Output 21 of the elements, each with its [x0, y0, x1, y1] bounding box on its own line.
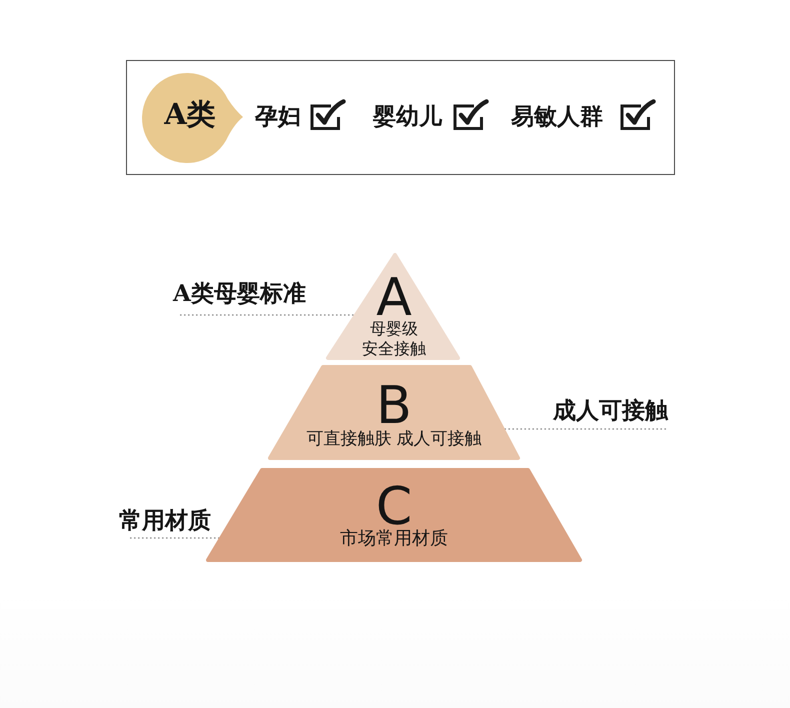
tier-description: 母婴级 — [370, 319, 418, 338]
pyramid-middle-tier — [268, 365, 520, 460]
audience-label: 易敏人群 — [511, 102, 603, 132]
speech-bubble — [142, 71, 244, 165]
leader-line — [130, 537, 220, 539]
leader-line — [504, 428, 666, 430]
category-label: A类 — [164, 96, 216, 133]
tier-description: 可直接触肤 成人可接触 — [306, 429, 482, 449]
side-label: 常用材质 — [119, 507, 211, 538]
tier-letter: A — [376, 278, 412, 318]
side-label: A类母婴标准 — [173, 280, 306, 315]
leader-line — [180, 314, 354, 316]
side-label: 成人可接触 — [553, 397, 668, 429]
audience-label: 孕妇 — [255, 102, 301, 132]
pyramid-top-tier — [326, 253, 460, 360]
audience-label: 婴幼儿 — [373, 102, 442, 132]
tier-letter: C — [376, 487, 412, 527]
tier-letter: B — [376, 386, 412, 426]
tier-description: 市场常用材质 — [340, 529, 448, 549]
tier-description: 安全接触 — [362, 339, 426, 358]
info-panel — [126, 60, 675, 175]
